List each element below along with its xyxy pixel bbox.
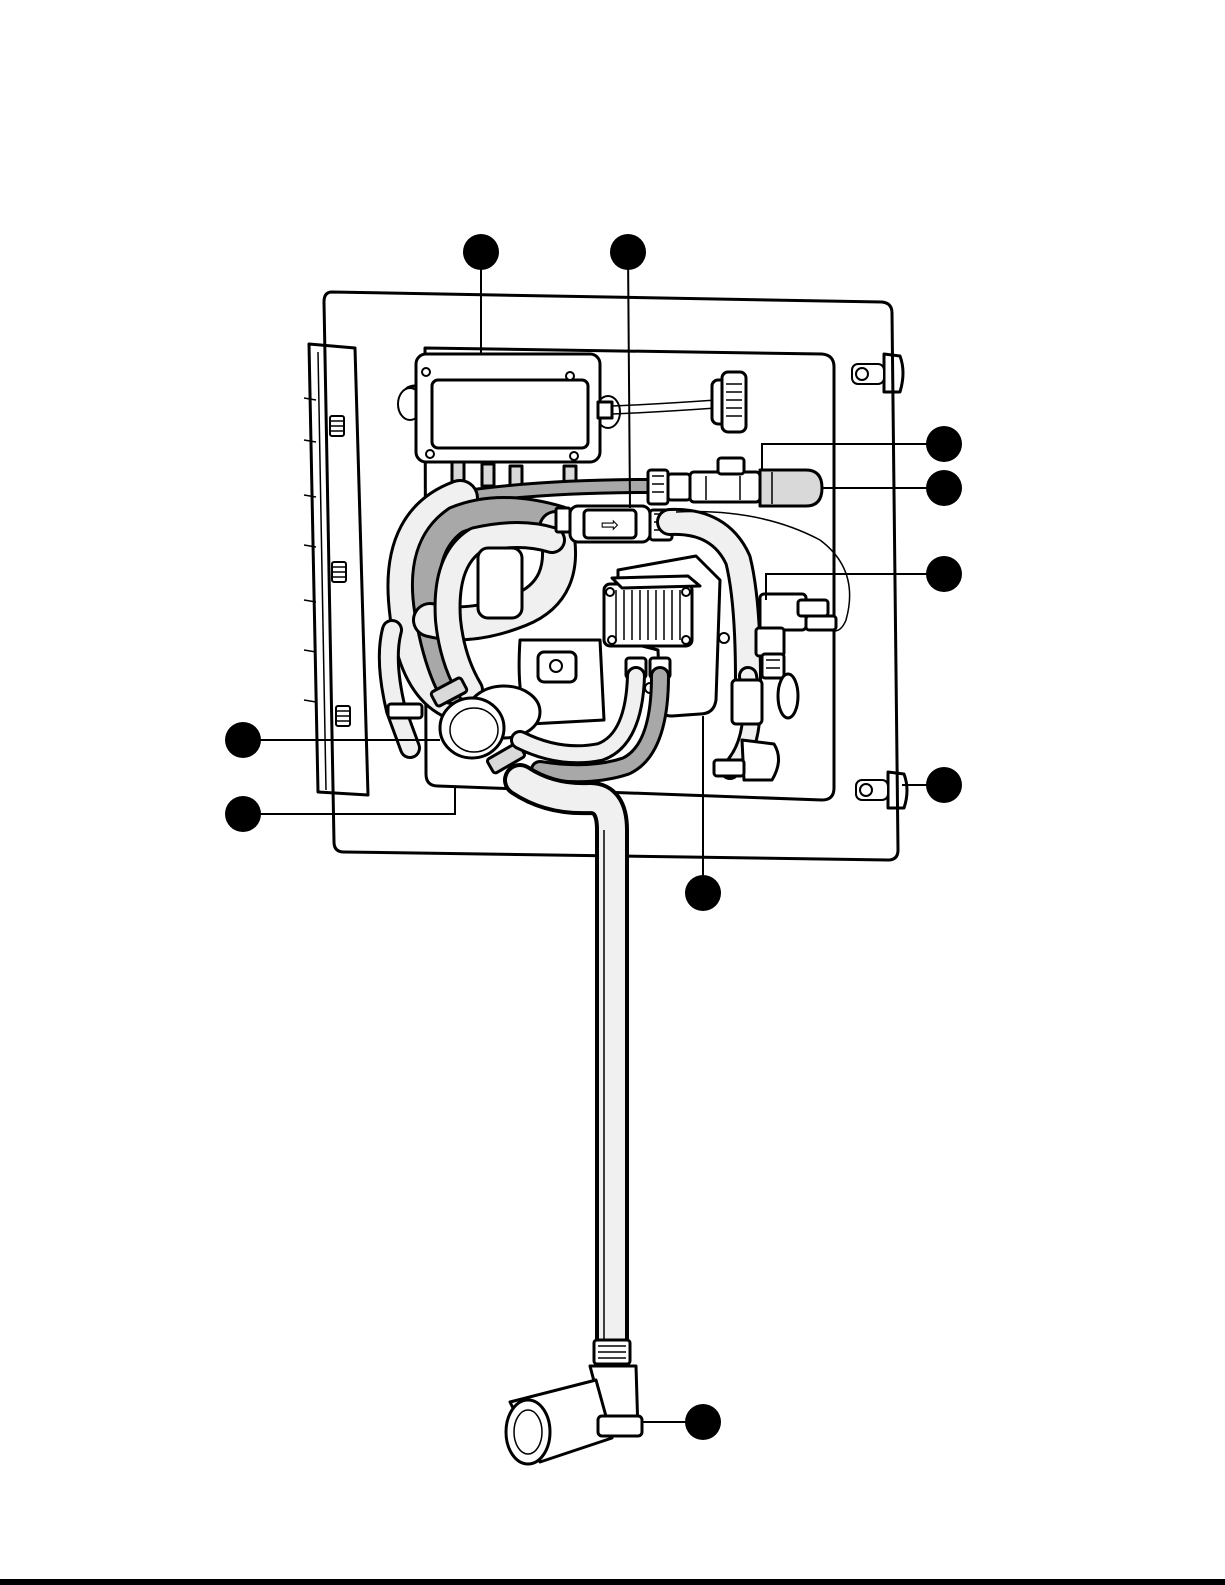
callout-tee-fitting bbox=[926, 426, 962, 462]
end-cap-part bbox=[760, 470, 822, 506]
hinge-bottom bbox=[856, 772, 907, 808]
callout-flow-valve bbox=[610, 234, 646, 270]
footer-rule bbox=[0, 1579, 1225, 1585]
bracket-stud-bottom bbox=[336, 706, 350, 726]
bracket-stud-middle bbox=[332, 562, 346, 582]
callout-base-plate bbox=[225, 796, 261, 832]
callout-outlet-elbow bbox=[685, 1404, 721, 1440]
callout-mounting-stud bbox=[926, 767, 962, 803]
hinge-top bbox=[852, 354, 903, 392]
solenoid-valve-part bbox=[756, 594, 836, 678]
callout-pump bbox=[685, 875, 721, 911]
bracket-stud-top bbox=[330, 416, 344, 436]
drain-hose bbox=[520, 780, 612, 1350]
callout-end-cap bbox=[926, 470, 962, 506]
tee-fitting-part bbox=[690, 458, 760, 502]
flow-valve-part: ⇨ bbox=[556, 506, 672, 542]
control-box bbox=[398, 354, 746, 488]
filter-housing-part bbox=[430, 677, 540, 774]
outlet-elbow-part bbox=[506, 1340, 642, 1464]
callout-solenoid-valve bbox=[926, 556, 962, 592]
callout-controller-box bbox=[463, 234, 499, 270]
callout-filter-housing bbox=[225, 722, 261, 758]
flow-arrow-icon: ⇨ bbox=[601, 513, 619, 538]
